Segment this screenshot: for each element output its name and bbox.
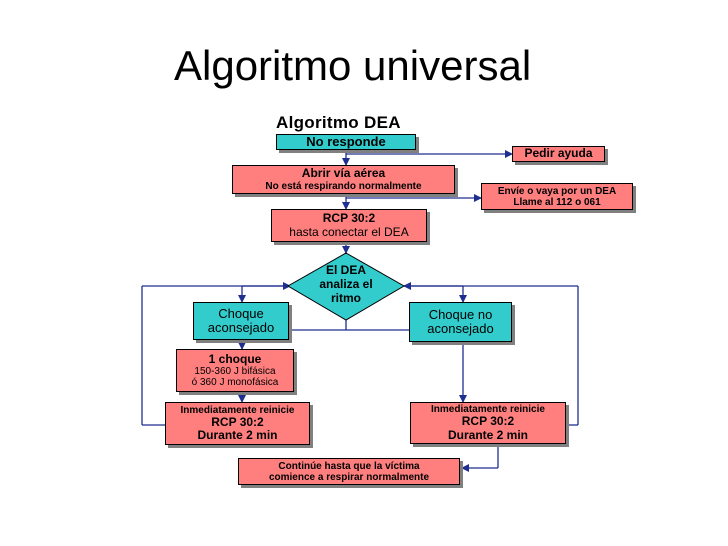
choque-aconsejado-box: Choque aconsejado bbox=[193, 302, 289, 340]
reinicie-left-box: Inmediatamente reinicie RCP 30:2 Durante… bbox=[165, 402, 310, 445]
pedir-ayuda-box: Pedir ayuda bbox=[512, 146, 605, 162]
no-responde-box: No responde bbox=[276, 134, 416, 150]
envie-box: Envíe o vaya por un DEA Llame al 112 o 0… bbox=[481, 183, 633, 210]
abrir-via-box: Abrir vía aérea No está respirando norma… bbox=[232, 165, 455, 194]
dea-analiza-label: El DEA analiza el ritmo bbox=[319, 263, 373, 305]
rcp-inicial-box: RCP 30:2 hasta conectar el DEA bbox=[271, 209, 427, 242]
continue-box: Continúe hasta que la víctima comience a… bbox=[238, 458, 460, 485]
reinicie-right-box: Inmediatamente reinicie RCP 30:2 Durante… bbox=[410, 402, 566, 444]
diagram-title: Algoritmo DEA bbox=[276, 113, 401, 132]
dea-analiza-diamond bbox=[287, 252, 405, 321]
slide-title: Algoritmo universal bbox=[174, 42, 532, 89]
choque-no-aconsejado-box: Choque no aconsejado bbox=[409, 302, 512, 342]
un-choque-box: 1 choque 150-360 J bifásica ó 360 J mono… bbox=[176, 349, 294, 392]
